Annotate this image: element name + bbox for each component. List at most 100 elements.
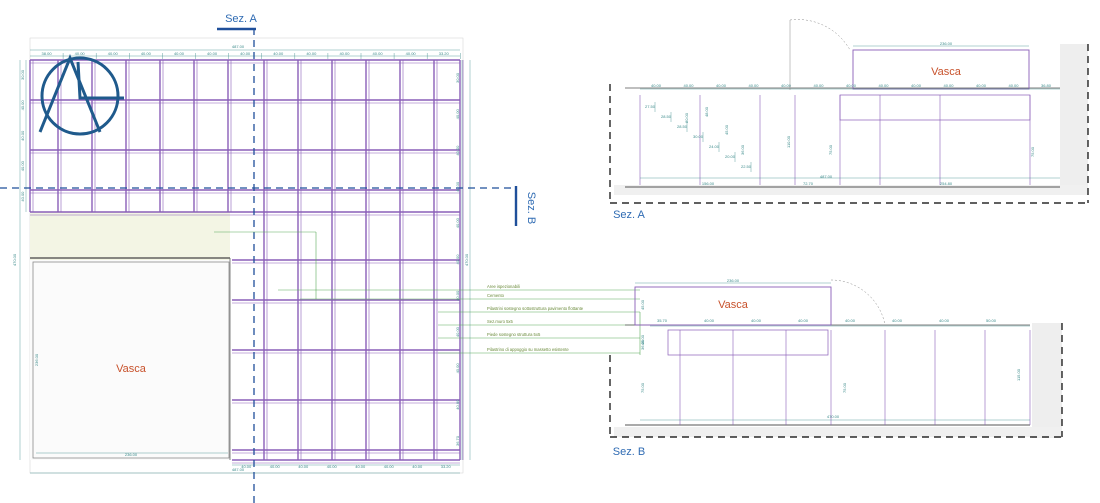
dim-top-segment: 40.00 bbox=[339, 51, 350, 56]
dim-top-segment: 40.00 bbox=[798, 318, 809, 323]
dim-top-segment: 40.00 bbox=[174, 51, 185, 56]
dim-top-segment: 40.00 bbox=[406, 51, 417, 56]
dim-top-segment: 40.00 bbox=[781, 83, 792, 88]
vasca-label: Vasca bbox=[116, 363, 147, 375]
logo-letter-a bbox=[38, 54, 102, 133]
dim-height: 45.00 bbox=[640, 299, 645, 310]
dim-left-segment: 40.00 bbox=[20, 100, 25, 111]
dim-top-segment: 40.00 bbox=[141, 51, 152, 56]
dim-step: 22.50 bbox=[741, 164, 752, 169]
floor-hatch bbox=[614, 427, 1062, 437]
dim-top-segment: 40.00 bbox=[878, 83, 889, 88]
dim-bottom-total: 487.00 bbox=[232, 467, 245, 472]
dim-top-segment: 40.00 bbox=[748, 83, 759, 88]
wall-hatch-right bbox=[1032, 323, 1062, 438]
dim-top-segment: 40.00 bbox=[108, 51, 119, 56]
dim-top-segment: 33.20 bbox=[439, 51, 450, 56]
dim-total: 470.00 bbox=[827, 414, 840, 419]
dim-top-segment: 40.00 bbox=[75, 51, 86, 56]
dim-top-segment: 40.00 bbox=[939, 318, 950, 323]
dim-top-segment: 40.00 bbox=[976, 83, 987, 88]
logo-letter-l bbox=[76, 61, 124, 100]
dim-bottom-segment: 40.00 bbox=[270, 464, 281, 469]
dim-height: 80.00 bbox=[684, 112, 689, 123]
dim-total: 487.00 bbox=[820, 174, 833, 179]
dim-top-segment: 40.00 bbox=[704, 318, 715, 323]
dim-top-segment: 40.00 bbox=[273, 51, 284, 56]
dim-top-segment: 40.00 bbox=[373, 51, 384, 56]
section-b-marker-label: Sez. B bbox=[525, 192, 537, 224]
dim-top-segment: 40.00 bbox=[845, 318, 856, 323]
legend-item: Cemento bbox=[487, 293, 505, 298]
dim-bottom: 156.00 bbox=[702, 181, 715, 186]
dim-height: 75.00 bbox=[842, 382, 847, 393]
dim-top-segment: 36.80 bbox=[1041, 83, 1052, 88]
dim-bottom: 72.70 bbox=[803, 181, 814, 186]
dim-step: 28.50 bbox=[661, 114, 672, 119]
dim-step: 24.00 bbox=[709, 144, 720, 149]
dim-right-segment: 40.00 bbox=[455, 254, 460, 265]
dim-right-total: 470.00 bbox=[464, 253, 469, 266]
dim-height: 48.00 bbox=[704, 106, 709, 117]
logo-circle bbox=[40, 56, 120, 136]
section-a-vasca-label: Vasca bbox=[931, 66, 962, 78]
dim-bottom-segment: 40.00 bbox=[412, 464, 423, 469]
section-b-title: Sez. B bbox=[613, 446, 645, 458]
door-arc bbox=[789, 19, 851, 51]
dim-bottom: 254.80 bbox=[940, 181, 953, 186]
dim-top-segment: 40.00 bbox=[716, 83, 727, 88]
dim-height: 75.00 bbox=[640, 382, 645, 393]
dim-top-segment: 35.70 bbox=[657, 318, 668, 323]
section-b-vasca-label: Vasca bbox=[718, 299, 749, 311]
dim-height: 45.00 bbox=[724, 124, 729, 135]
floor-plan: Vasca 487.00 38.00 40.00 40.00 40.00 40.00 40.0… bbox=[12, 37, 471, 474]
dim-height: 75.00 bbox=[1030, 146, 1035, 157]
dim-height: 45.00 bbox=[640, 334, 645, 345]
dim-height: 36.00 bbox=[640, 339, 645, 350]
dim-right-segment: 30.00 bbox=[455, 72, 460, 83]
dim-top-segment: 40.00 bbox=[207, 51, 218, 56]
dim-vasca-height: 236.00 bbox=[34, 353, 39, 366]
dim-vasca-width: 236.00 bbox=[125, 452, 138, 457]
dim-left-segment: 30.00 bbox=[20, 69, 25, 80]
dim-vasca-width: 236.00 bbox=[940, 41, 953, 46]
dim-step: 27.50 bbox=[645, 104, 656, 109]
dim-bottom-segment: 40.00 bbox=[327, 464, 338, 469]
dim-top-segment: 38.00 bbox=[42, 51, 53, 56]
section-a-marker-label: Sez. A bbox=[225, 13, 257, 25]
dim-top-segment: 40.00 bbox=[892, 318, 903, 323]
dim-bottom-segment: 40.00 bbox=[384, 464, 395, 469]
legend-item: Pilastrino di appoggio su massetto esist… bbox=[487, 347, 569, 352]
dim-top-segment: 40.00 bbox=[306, 51, 317, 56]
dim-height: 110.00 bbox=[786, 135, 791, 148]
dim-top-segment: 40.00 bbox=[683, 83, 694, 88]
section-cut-lines: Sez. A Sez. B bbox=[0, 13, 537, 503]
dim-step: 30.00 bbox=[693, 134, 704, 139]
dim-step: 20.00 bbox=[725, 154, 736, 159]
dim-height: 36.00 bbox=[740, 144, 745, 155]
legend-item: Aree ispezionabili bbox=[487, 284, 520, 289]
dim-top-segment: 40.00 bbox=[751, 318, 762, 323]
section-a-title: Sez. A bbox=[613, 209, 645, 221]
vasca-outline bbox=[32, 261, 230, 459]
section-a-drawing: Vasca 236.00 40.00 40.00 40.00 40.00 40.00 40.0… bbox=[609, 19, 1089, 221]
dim-left-total: 470.00 bbox=[12, 253, 17, 266]
dim-left-segment: 40.00 bbox=[20, 130, 25, 141]
dim-top-segment: 40.00 bbox=[240, 51, 251, 56]
dim-top-segment: 40.00 bbox=[651, 83, 662, 88]
dim-top-segment: 40.00 bbox=[846, 83, 857, 88]
support-frame bbox=[839, 94, 1031, 121]
dim-top-segment: 40.00 bbox=[813, 83, 824, 88]
dim-right-segment: 40.00 bbox=[455, 363, 460, 374]
dim-bottom-segment: 40.00 bbox=[298, 464, 309, 469]
dim-right-segment: 40.00 bbox=[455, 109, 460, 120]
dim-bottom-segment: 40.00 bbox=[241, 464, 252, 469]
dim-right-segment: 40.00 bbox=[455, 145, 460, 156]
dim-right-segment: 40.00 bbox=[455, 290, 460, 301]
dim-top-segment: 40.00 bbox=[1008, 83, 1019, 88]
dim-right-segment: 40.00 bbox=[455, 181, 460, 192]
dim-bottom-segment: 33.20 bbox=[441, 464, 452, 469]
